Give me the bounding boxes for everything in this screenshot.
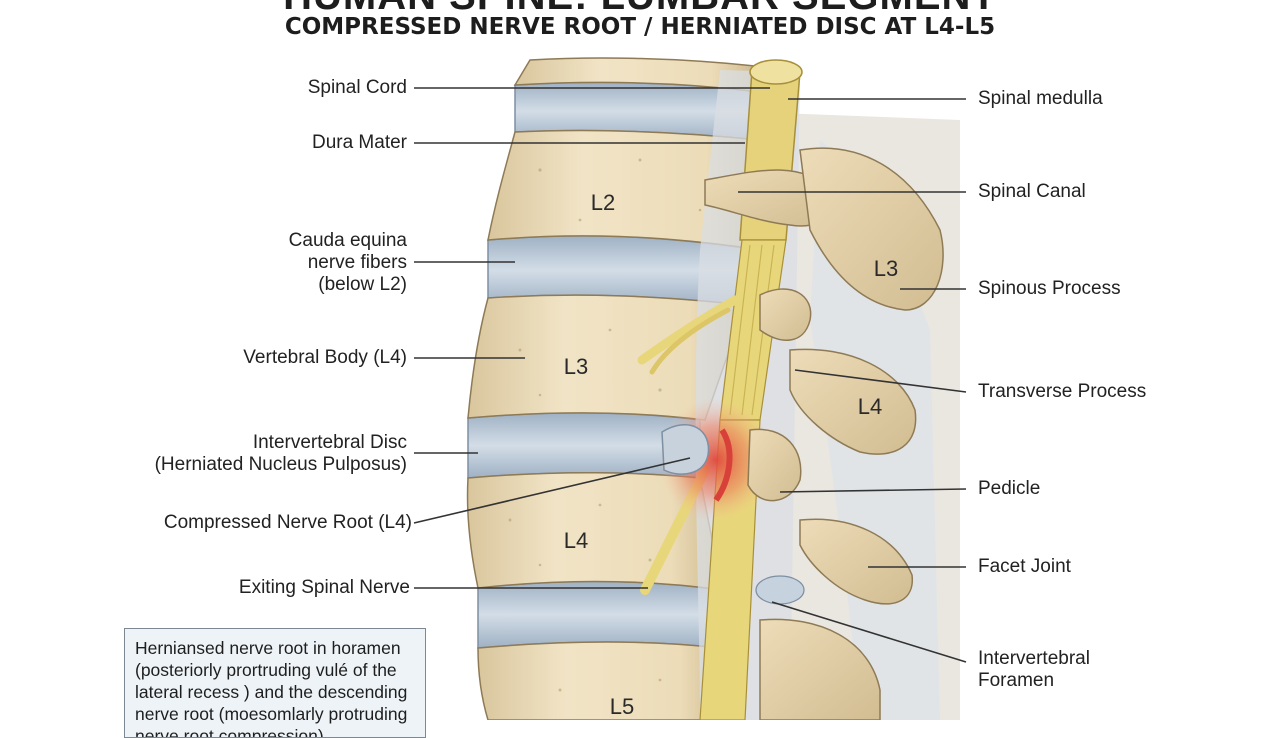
vertebra-label-l5: L5 — [610, 694, 634, 719]
nerve-branch-l3b — [649, 307, 731, 375]
label-cauda-equina-line2: nerve fibers — [307, 252, 407, 273]
process-l4 — [789, 348, 917, 455]
label-cauda-equina: Cauda equina nerve fibers (below L2) — [289, 230, 407, 296]
vertebra-label-l3: L3 — [564, 354, 588, 379]
label-exiting-spinal-nerve: Exiting Spinal Nerve — [238, 577, 410, 598]
pedicle-l4 — [747, 428, 802, 502]
facet-joint — [799, 518, 913, 605]
spinal-cord-section — [749, 59, 803, 85]
label-spinal-canal: Spinal Canal — [978, 181, 1086, 202]
label-cauda-equina-line1: Cauda equina — [288, 230, 407, 251]
nerve-branch-l3 — [637, 295, 740, 365]
page-title: HUMAN SPINE: LUMBAR SEGMENT — [0, 0, 1280, 19]
label-intervertebral-foramen: Intervertebral Foramen — [978, 648, 1090, 692]
label-intervertebral-disc: Intervertebral Disc (Herniated Nucleus P… — [155, 432, 407, 476]
disc-l4-l5 — [477, 580, 721, 649]
bone-texture — [508, 158, 702, 692]
label-vertebral-body: Vertebral Body (L4) — [243, 347, 407, 368]
vertebra-label-l4: L4 — [564, 528, 588, 553]
label-compressed-nerve-root: Compressed Nerve Root (L4) — [163, 512, 412, 533]
label-facet-joint: Facet Joint — [978, 556, 1071, 577]
label-disc-line1: Intervertebral Disc — [252, 432, 407, 453]
label-spinal-medulla: Spinal medulla — [978, 88, 1103, 109]
spine-illustration: L2 L3 L4 L5 L3 L4 — [413, 57, 967, 720]
page-subtitle: COMPRESSED NERVE ROOT / HERNIATED DISC A… — [284, 14, 996, 40]
note-line: nerve root (moesomlarly protruding — [135, 704, 408, 724]
leader-lines — [413, 87, 967, 663]
label-transverse-process: Transverse Process — [978, 381, 1147, 402]
note-line: nerve root compression) — [135, 726, 324, 738]
label-disc-line2: (Herniated Nucleus Pulposus) — [154, 454, 407, 475]
label-spinal-cord: Spinal Cord — [307, 77, 407, 98]
process-label-l4: L4 — [858, 394, 882, 419]
note-line: Herniansed nerve root in horamen — [135, 638, 401, 658]
label-foramen-line1: Intervertebral — [978, 648, 1090, 669]
note-box: Herniansed nerve root in horamen (poster… — [124, 628, 426, 738]
note-line: (posteriorly prortruding vulé of the — [135, 660, 397, 680]
vertebra-label-l2: L2 — [591, 190, 615, 215]
label-dura-mater: Dura Mater — [311, 132, 407, 153]
label-spinous-process: Spinous Process — [978, 278, 1121, 299]
label-cauda-equina-line3: (below L2) — [318, 274, 407, 295]
spinous-process-l3 — [799, 147, 944, 311]
label-foramen-line2: Foramen — [978, 670, 1055, 691]
transverse-process-l3 — [759, 288, 812, 341]
herniated-nucleus — [661, 423, 710, 475]
label-pedicle: Pedicle — [978, 478, 1041, 499]
facet-cartilage — [755, 575, 805, 605]
note-line: lateral recess ) and the descending — [135, 682, 408, 702]
process-label-l3: L3 — [874, 256, 898, 281]
vertebra-l3 — [467, 294, 747, 421]
vertebra-l2 — [487, 129, 761, 249]
lower-arch — [759, 618, 881, 720]
vertebra-l5 — [477, 641, 731, 720]
compressed-root — [713, 428, 733, 502]
